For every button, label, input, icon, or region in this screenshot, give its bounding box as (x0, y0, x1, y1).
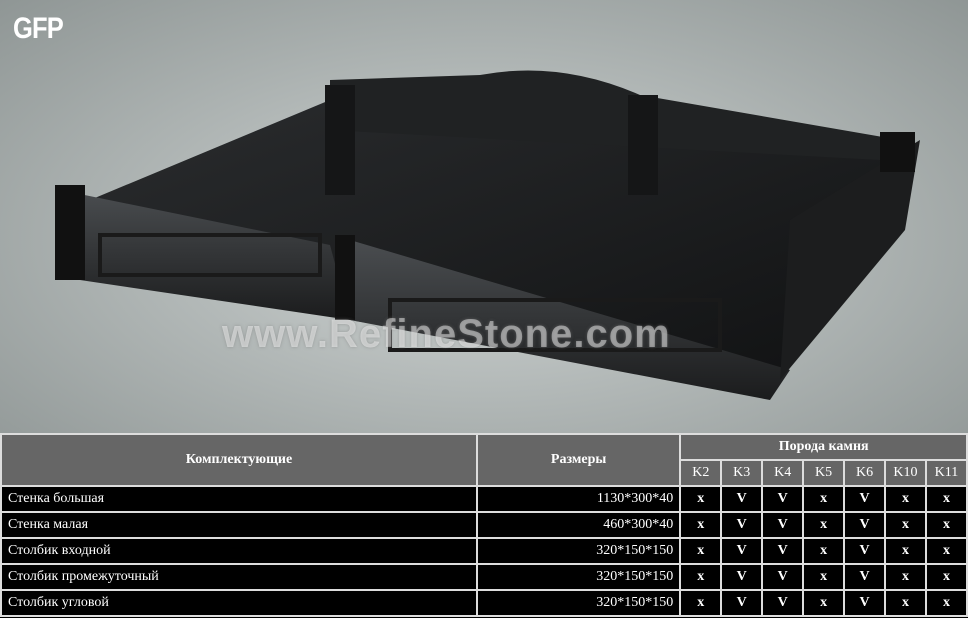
component-size: 460*300*40 (475, 511, 682, 539)
availability-mark: V (843, 589, 886, 617)
availability-mark: x (924, 511, 968, 539)
availability-mark: x (679, 589, 723, 617)
header-components: Комплектующие (0, 433, 478, 487)
availability-mark: x (802, 511, 846, 539)
availability-mark: x (802, 485, 846, 513)
availability-mark: V (761, 589, 805, 617)
availability-mark: x (924, 589, 968, 617)
header-stone-k5: K5 (802, 459, 846, 487)
header-stone: Порода камня (679, 433, 968, 461)
logo: GFP (13, 12, 64, 45)
component-name: Столбик входной (0, 537, 478, 565)
header-stone-k11: K11 (924, 459, 968, 487)
availability-mark: x (802, 589, 846, 617)
availability-mark: x (802, 563, 846, 591)
availability-mark: x (883, 589, 927, 617)
availability-mark: x (924, 537, 968, 565)
component-name: Стенка большая (0, 485, 478, 513)
availability-mark: V (843, 563, 886, 591)
component-name: Столбик угловой (0, 589, 478, 617)
product-render: GFP www.RefineStone.com (0, 0, 968, 433)
availability-mark: V (761, 511, 805, 539)
component-size: 320*150*150 (475, 589, 682, 617)
availability-mark: V (761, 563, 805, 591)
availability-mark: x (883, 511, 927, 539)
watermark: www.RefineStone.com (222, 312, 671, 356)
availability-mark: V (720, 589, 764, 617)
header-stone-k2: K2 (679, 459, 723, 487)
component-name: Стенка малая (0, 511, 478, 539)
availability-mark: x (924, 485, 968, 513)
component-size: 320*150*150 (475, 563, 682, 591)
component-size: 320*150*150 (475, 537, 682, 565)
availability-mark: V (843, 511, 886, 539)
availability-mark: x (883, 485, 927, 513)
availability-mark: V (720, 537, 764, 565)
availability-mark: x (679, 563, 723, 591)
availability-mark: V (761, 537, 805, 565)
header-stone-k10: K10 (883, 459, 927, 487)
availability-mark: x (679, 511, 723, 539)
availability-mark: V (720, 485, 764, 513)
header-stone-k4: K4 (761, 459, 805, 487)
header-stone-k3: K3 (720, 459, 764, 487)
header-stone-k6: K6 (843, 459, 886, 487)
availability-mark: V (720, 563, 764, 591)
availability-mark: x (924, 563, 968, 591)
availability-mark: V (720, 511, 764, 539)
availability-mark: x (679, 485, 723, 513)
availability-mark: V (843, 485, 886, 513)
availability-mark: x (883, 563, 927, 591)
availability-mark: x (802, 537, 846, 565)
availability-mark: x (679, 537, 723, 565)
granite-fence-render (55, 70, 920, 400)
availability-mark: x (883, 537, 927, 565)
availability-mark: V (761, 485, 805, 513)
availability-mark: V (843, 537, 886, 565)
component-size: 1130*300*40 (475, 485, 682, 513)
component-name: Столбик промежуточный (0, 563, 478, 591)
header-size: Размеры (475, 433, 682, 487)
